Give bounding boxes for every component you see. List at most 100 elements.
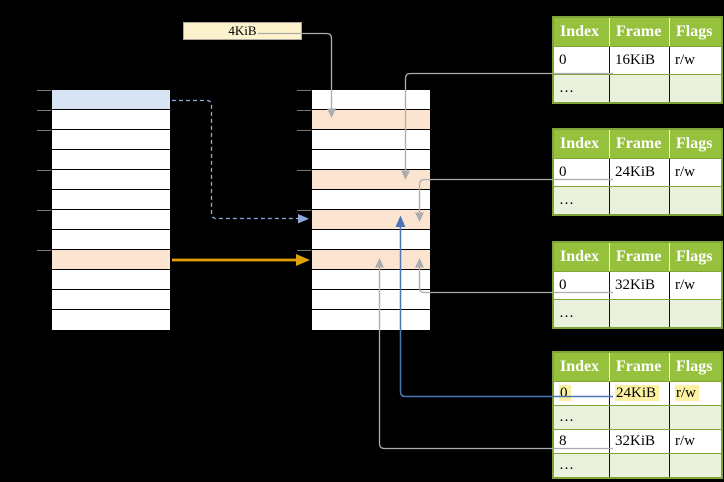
cell-frame: 24KiB [609, 382, 669, 405]
header-frame: Frame [609, 353, 669, 381]
cell-frame [609, 75, 669, 102]
cell-frame [609, 406, 669, 429]
cell-frame [609, 300, 669, 327]
memory-cell-row [52, 110, 170, 130]
address-tick [37, 210, 51, 211]
cell-index: 0 [559, 277, 567, 293]
frame-table-4-header: Index Frame Flags [554, 353, 721, 381]
header-index: Index [560, 358, 600, 375]
cell-frame [609, 454, 669, 477]
address-tick [297, 130, 311, 131]
highlighted-value: r/w [675, 385, 699, 401]
cell-index: … [559, 457, 574, 473]
address-tick [297, 90, 311, 91]
header-flags: Flags [669, 353, 721, 381]
arrow-dashed-left-column-to-middle-column [172, 99, 309, 224]
header-index: Index [560, 23, 600, 40]
table-row: 8 32KiB r/w [554, 429, 721, 453]
header-flags: Flags [669, 130, 721, 158]
header-index: Index [560, 248, 600, 265]
cell-flags: r/w [669, 159, 721, 186]
memory-cell-row [52, 270, 170, 290]
header-flags: Flags [669, 243, 721, 271]
memory-cell-row [312, 190, 430, 210]
memory-cell-row [52, 170, 170, 190]
frame-table-3-header: Index Frame Flags [554, 243, 721, 271]
memory-cell-row [312, 150, 430, 170]
address-tick [297, 210, 311, 211]
cell-flags [669, 406, 721, 429]
cell-index: … [559, 192, 574, 208]
frame-table-3: Index Frame Flags 0 32KiB r/w … [552, 241, 723, 329]
memory-cell-row [312, 230, 430, 250]
address-tick [37, 130, 51, 131]
cell-frame: 32KiB [609, 430, 669, 453]
cell-flags: r/w [669, 430, 721, 453]
cell-index: 0 [554, 382, 609, 405]
header-index: Index [560, 135, 600, 152]
cell-index: 0 [559, 52, 567, 68]
address-tick [37, 250, 51, 251]
memory-cell-row [52, 90, 170, 110]
address-tick [37, 110, 51, 111]
table-row-ellipsis: … [554, 186, 721, 214]
memory-cell-row [312, 210, 430, 230]
cell-flags: r/w [669, 382, 721, 405]
middle-column-address-ticks [297, 90, 311, 332]
memory-cell-row [312, 90, 430, 110]
table-row: 0 32KiB r/w [554, 271, 721, 299]
arrow-orange-left-column-to-middle-column [172, 254, 310, 266]
cell-index: … [559, 305, 574, 321]
memory-cell-row [312, 250, 430, 270]
memory-cell-row [312, 270, 430, 290]
cell-frame [609, 187, 669, 214]
cell-flags [669, 75, 721, 102]
address-tick [297, 250, 311, 251]
address-tick [297, 110, 311, 111]
memory-cell-row [312, 170, 430, 190]
memory-cell-row [312, 130, 430, 150]
memory-cell-row [52, 150, 170, 170]
left-memory-column [51, 89, 171, 331]
address-tick [297, 170, 311, 171]
page-size-label-box: 4KiB [183, 22, 302, 40]
cell-frame: 24KiB [609, 159, 669, 186]
table-row-ellipsis: … [554, 405, 721, 429]
cell-flags [669, 300, 721, 327]
memory-cell-row [312, 290, 430, 310]
frame-table-2: Index Frame Flags 0 24KiB r/w … [552, 128, 723, 216]
cell-index: 8 [559, 433, 567, 449]
cell-flags [669, 454, 721, 477]
memory-cell-row [52, 290, 170, 310]
table-row-ellipsis: … [554, 453, 721, 477]
middle-memory-column [311, 89, 431, 331]
header-frame: Frame [609, 130, 669, 158]
cell-frame: 32KiB [609, 272, 669, 299]
memory-cell-row [52, 130, 170, 150]
cell-index: … [559, 80, 574, 96]
memory-cell-row [52, 250, 170, 270]
table-row-ellipsis: … [554, 74, 721, 102]
memory-cell-row [52, 230, 170, 250]
memory-cell-row [312, 110, 430, 130]
table-row-highlighted: 0 24KiB r/w [554, 381, 721, 405]
cell-index: … [559, 409, 574, 425]
frame-table-1-header: Index Frame Flags [554, 18, 721, 46]
header-frame: Frame [609, 243, 669, 271]
table-row: 0 16KiB r/w [554, 46, 721, 74]
header-frame: Frame [609, 18, 669, 46]
cell-index: 0 [559, 164, 567, 180]
frame-table-2-header: Index Frame Flags [554, 130, 721, 158]
highlighted-value: 24KiB [615, 385, 660, 401]
cell-flags: r/w [669, 272, 721, 299]
memory-cell-row [52, 210, 170, 230]
table-row: 0 24KiB r/w [554, 158, 721, 186]
cell-flags [669, 187, 721, 214]
left-column-address-ticks [37, 90, 51, 332]
table-row-ellipsis: … [554, 299, 721, 327]
highlighted-value: 0 [559, 385, 571, 401]
address-tick [37, 90, 51, 91]
address-tick [37, 170, 51, 171]
memory-cell-row [52, 310, 170, 330]
